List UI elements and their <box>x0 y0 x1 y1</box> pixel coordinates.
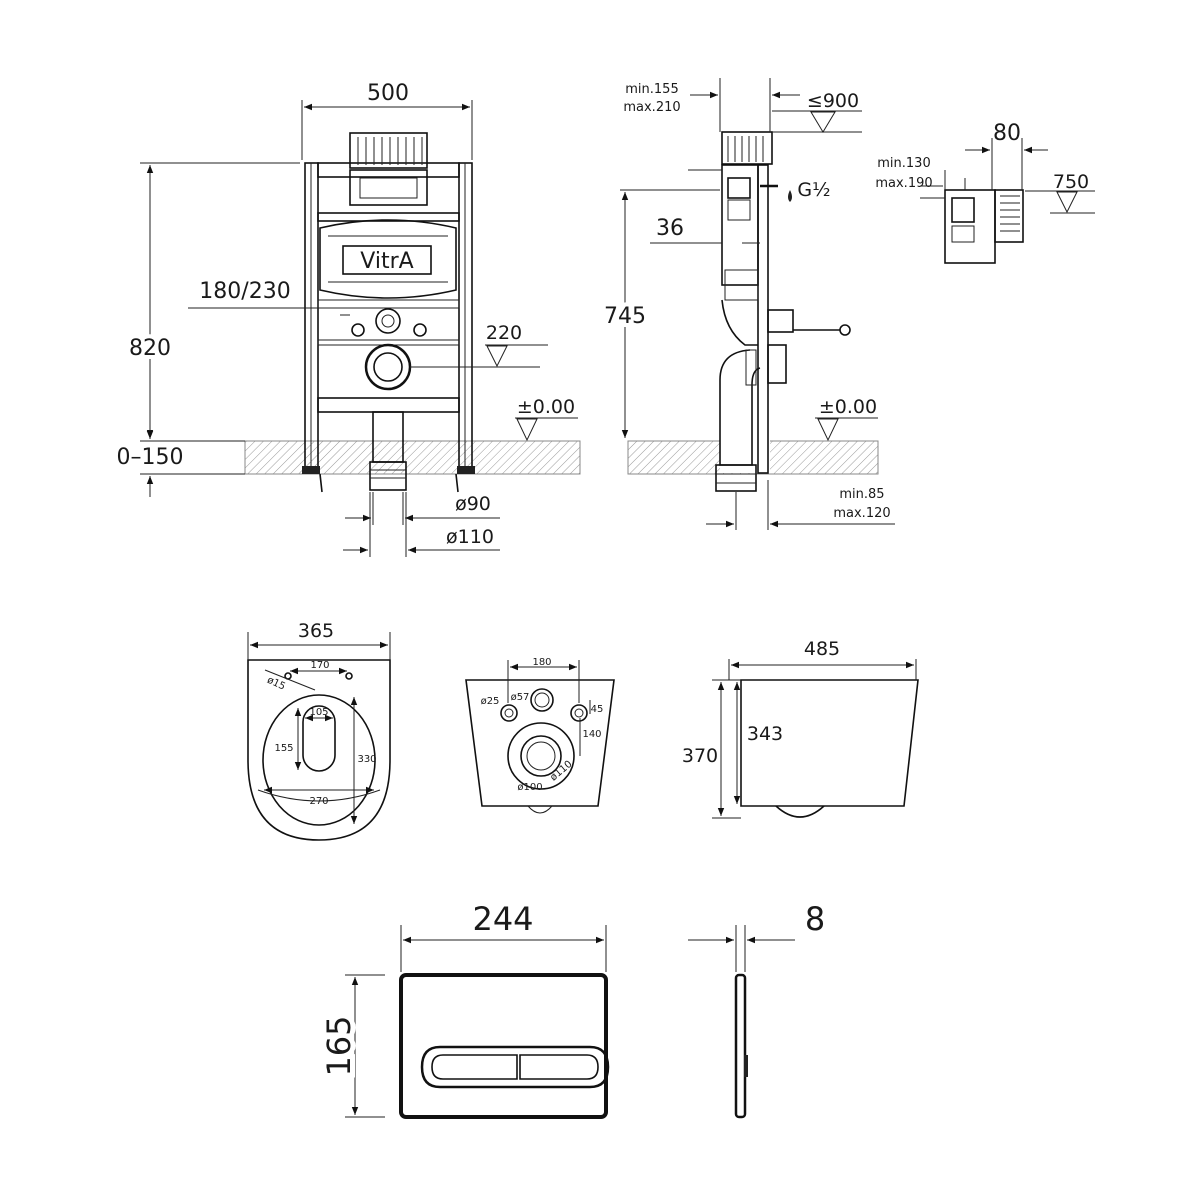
dim-floor-front: ±0.00 <box>517 396 575 418</box>
dim-floor-side: ±0.00 <box>819 396 877 418</box>
bowl-back-view: 180 ø57 ø25 45 140 ø110 ø100 <box>465 657 615 814</box>
cistern: VitrA <box>319 219 457 299</box>
frame-front-view: VitrA 500 820 0–150 180/23 <box>113 81 581 557</box>
dim-d140: 140 <box>582 729 601 740</box>
dim-g-half: G½ <box>797 179 830 201</box>
flush-plate-side: 8 <box>688 900 825 1119</box>
dim-level-220: 220 <box>486 322 522 344</box>
dim-le900: ≤900 <box>807 90 859 112</box>
dim-plate-height: 165 <box>320 1015 358 1076</box>
dim-d57: ø57 <box>511 692 530 703</box>
dim-d45: 45 <box>591 704 604 715</box>
dim-max120: max.120 <box>833 506 890 521</box>
dim-adjust: 0–150 <box>117 445 184 470</box>
dim-min130: min.130 <box>877 156 930 171</box>
floor-slab <box>244 440 581 475</box>
dim-min85: min.85 <box>839 487 884 502</box>
frame-side-view: G½ min.155 max.210 ≤900 745 36 ±0.00 <box>600 78 895 530</box>
dim-d110: ø110 <box>446 526 494 548</box>
dim-max190: max.190 <box>875 176 932 191</box>
bowl-side-view: 485 370 343 <box>682 638 919 819</box>
dim-frame-width: 500 <box>367 81 409 106</box>
dim-d25: ø25 <box>481 696 500 707</box>
dim-max210: max.210 <box>623 100 680 115</box>
dim-opening-w: 105 <box>309 707 328 718</box>
dim-plate-width: 244 <box>472 900 533 938</box>
dim-bowl-depth: 330 <box>357 754 376 765</box>
dim-36: 36 <box>656 216 684 241</box>
cistern-detail-view: 80 min.130 max.190 750 <box>875 121 1095 264</box>
dim-frame-height: 820 <box>129 336 171 361</box>
dim-outlet-spacing: 180/230 <box>199 279 290 304</box>
dim-plate-depth: 8 <box>805 900 825 938</box>
dim-h750: 750 <box>1053 171 1089 193</box>
bowl-plan-view: 365 170 ø15 105 155 330 270 <box>247 620 391 841</box>
dim-min155: min.155 <box>625 82 678 97</box>
dim-d80: 80 <box>993 121 1021 146</box>
dim-d90: ø90 <box>455 493 491 515</box>
dim-opening-h: 155 <box>274 743 293 754</box>
dim-bowl-length: 485 <box>804 638 840 660</box>
dim-back-spacing: 180 <box>532 657 551 668</box>
dim-inner-w: 270 <box>309 796 328 807</box>
dim-d100-back: ø100 <box>517 782 542 793</box>
dim-h745: 745 <box>604 304 646 329</box>
dim-hole-spacing: 170 <box>310 660 329 671</box>
brand-label: VitrA <box>360 249 413 274</box>
flush-actuator-grille <box>349 132 428 206</box>
dim-bowl-height: 370 <box>682 745 718 767</box>
dim-bowl-width: 365 <box>298 620 334 642</box>
flush-plate-front: 244 165 <box>315 900 610 1119</box>
dim-bowl-inner-h: 343 <box>747 723 783 745</box>
